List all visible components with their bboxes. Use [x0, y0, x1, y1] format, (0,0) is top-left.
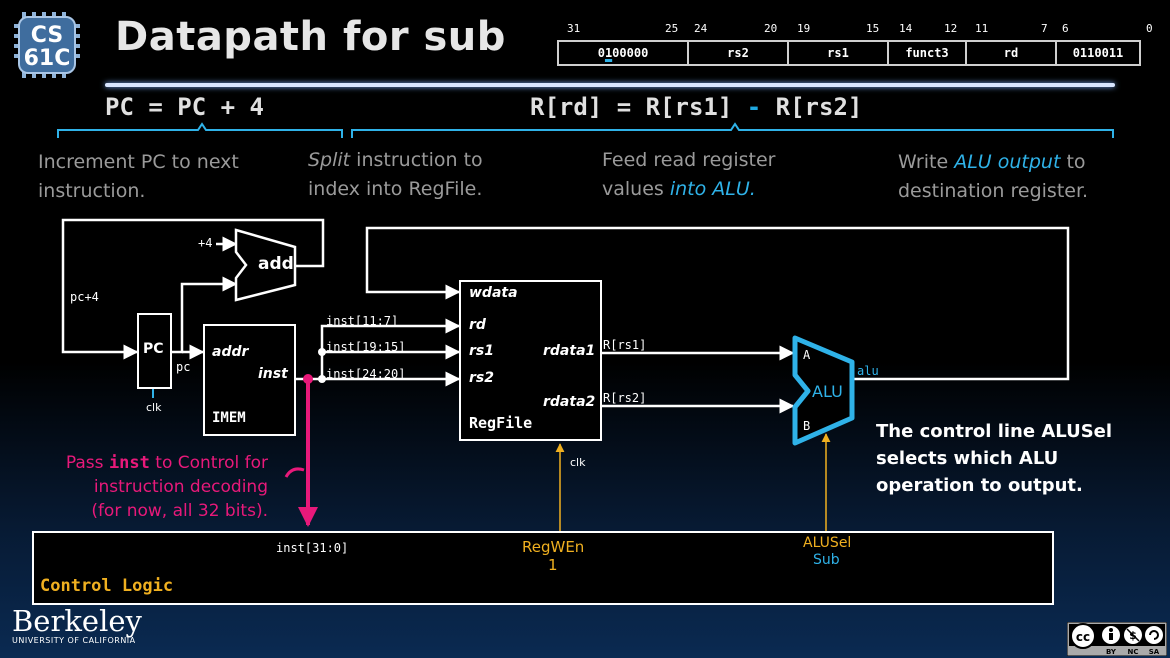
pc-register-label: PC [143, 341, 164, 357]
bit-label: 24 [694, 22, 708, 35]
field-rs2: rs2 [689, 42, 789, 64]
bit-label: 20 [764, 22, 778, 35]
pc-register [137, 313, 172, 389]
control-logic-label: Control Logic [40, 576, 174, 596]
bit-label: 25 [665, 22, 679, 35]
imem-inst-label: inst [258, 366, 288, 382]
control-logic-block [32, 531, 1054, 605]
instruction-format: 31 25 24 20 19 15 14 12 11 7 6 0 0100000… [557, 22, 1167, 66]
bit-label: 31 [567, 22, 581, 35]
r-rs1-label: R[rs1] [603, 338, 647, 352]
field-funct7: 0100000 [559, 42, 689, 64]
alu-shape [792, 335, 855, 446]
field-opcode: 0110011 [1072, 46, 1124, 60]
alu-b-label: B [803, 419, 811, 433]
bit-label: 14 [899, 22, 913, 35]
berkeley-logo: Berkeley UNIVERSITY OF CALIFORNIA [12, 604, 142, 645]
cc-by: BY [1106, 648, 1117, 656]
cc-license-icon: cc $ BY NC SA [1067, 622, 1167, 656]
svg-text:cc: cc [1076, 630, 1090, 644]
regfile-rdata2-label: rdata2 [543, 394, 596, 410]
regfile-rs1-label: rs1 [469, 343, 494, 359]
alu-a-label: A [803, 348, 811, 362]
changed-bit: 1 [604, 46, 613, 60]
bit-label: 12 [944, 22, 958, 35]
adder-label: add [258, 254, 294, 274]
desc-split-instruction: Split instruction to index into RegFile. [308, 149, 483, 200]
pc-wire-label: pc [176, 360, 191, 374]
bit-label: 0 [1146, 22, 1153, 35]
inst-31-0-label: inst[31:0] [276, 541, 349, 555]
regfile-rs2-label: rs2 [469, 370, 494, 386]
title-divider [105, 83, 1115, 87]
pc-plus4-label: pc+4 [70, 290, 99, 304]
imem-block [203, 324, 296, 436]
bit-label: 7 [1041, 22, 1048, 35]
alusel-note: The control line ALUSel selects which AL… [876, 421, 1113, 496]
brace-lines [57, 122, 1114, 138]
logo-line2: 61C [24, 46, 71, 71]
desc-write-alu: Write ALU output to destination register… [898, 151, 1089, 202]
minus-operator: - [732, 93, 776, 121]
pc-equation: PC = PC + 4 [105, 93, 264, 121]
logo-line1: CS [31, 23, 63, 48]
plus4-label: +4 [198, 236, 213, 250]
regfile-clk-label: clk [570, 456, 586, 469]
desc-increment-pc: Increment PC to next instruction. [38, 151, 239, 202]
page-title: Datapath for sub [115, 14, 506, 60]
bit-label: 15 [866, 22, 880, 35]
field-funct3: funct3 [889, 42, 967, 64]
inst-19-15-label: inst[19:15] [326, 340, 406, 354]
format-fields: 0100000 rs2 rs1 funct3 rd 0110011 [557, 40, 1141, 66]
cs61c-logo: CS 61C [14, 12, 80, 78]
regwen-label: RegWEn [522, 538, 585, 556]
regfile-label: RegFile [469, 414, 533, 432]
desc-feed-alu: Feed read register values into ALU. [602, 149, 776, 200]
regfile-wdata-label: wdata [469, 285, 518, 301]
regfile-block [459, 280, 602, 441]
regwen-value: 1 [548, 556, 558, 574]
inst-24-20-label: inst[24:20] [326, 367, 406, 381]
field-rs1: rs1 [789, 42, 889, 64]
alusel-label: ALUSel [803, 535, 852, 551]
r-rs2-label: R[rs2] [603, 391, 647, 405]
regfile-rd-label: rd [469, 317, 486, 333]
pc-clk-label: clk [146, 401, 162, 414]
adder-shape [234, 228, 297, 302]
cc-sa: SA [1149, 648, 1160, 656]
reg-equation: R[rd] = R[rs1] - R[rs2] [530, 93, 863, 121]
cc-nc: NC [1128, 648, 1139, 656]
regfile-rdata1-label: rdata1 [543, 343, 596, 359]
alusel-value: Sub [813, 552, 840, 568]
imem-label: IMEM [212, 410, 246, 426]
pink-note: Pass inst to Control for instruction dec… [65, 453, 268, 521]
alu-output-label: alu [857, 364, 879, 378]
bit-label: 19 [797, 22, 811, 35]
bit-label: 11 [975, 22, 989, 35]
inst-11-7-label: inst[11:7] [326, 314, 399, 328]
imem-addr-label: addr [212, 344, 249, 360]
alu-label: ALU [812, 382, 843, 401]
field-rd: rd [967, 42, 1057, 64]
bit-label: 6 [1062, 22, 1069, 35]
